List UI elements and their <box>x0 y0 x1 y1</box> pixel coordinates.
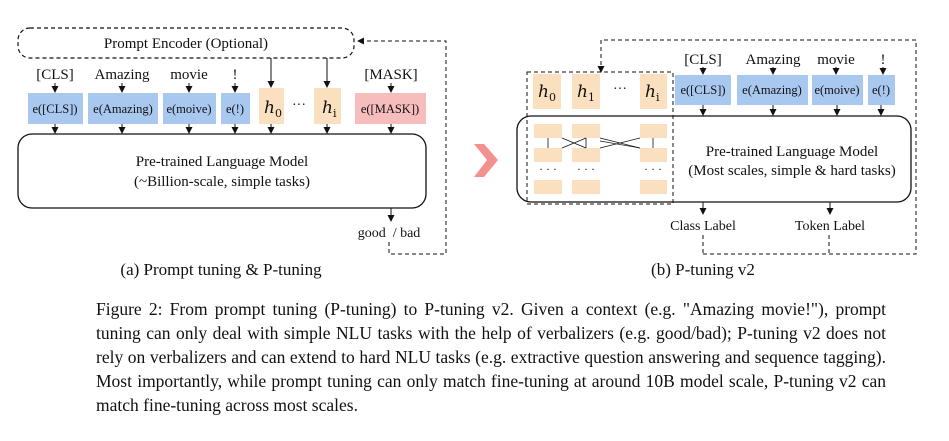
transition-arrow <box>474 144 498 177</box>
embedding-exclaim-label: e(!) <box>226 102 244 116</box>
right-embedding-movie <box>812 75 863 105</box>
verbalizer-label: good / bad <box>358 226 421 241</box>
left-model-title: Pre-trained Language Model <box>136 154 308 170</box>
right-prompt-h1 <box>572 74 600 109</box>
embedding-movie <box>163 93 216 124</box>
figure-diagram: Prompt Encoder (Optional) [CLS] Amazing … <box>17 27 917 279</box>
right-embedding-cls <box>675 75 731 105</box>
svg-text:· · ·: · · · <box>539 162 557 176</box>
right-embedding-exclaim-label: e(!) <box>872 83 890 97</box>
right-embedding-cls-label: e([CLS]) <box>680 83 725 97</box>
layer-prompts: · · · · · · · · · <box>534 124 667 194</box>
prompt-encoder-label: Prompt Encoder (Optional) <box>104 36 268 52</box>
deep-prompt-column <box>526 71 674 205</box>
right-model-subtitle: (Most scales, simple & hard tasks) <box>688 163 895 179</box>
embedding-movie-label: e(moive) <box>166 102 211 116</box>
right-token-amazing: Amazing <box>746 52 801 68</box>
prompt-h0 <box>259 88 284 124</box>
right-token-cls: [CLS] <box>684 52 722 68</box>
right-embedding-amazing <box>737 75 808 105</box>
right-language-model-box <box>516 115 912 203</box>
class-label: Class Label <box>670 219 736 234</box>
embedding-mask <box>355 93 426 124</box>
hidden-h0: h0 <box>264 98 282 120</box>
right-token-exclaim: ! <box>881 52 886 68</box>
prompt-encoder-box <box>17 27 355 59</box>
token-amazing: Amazing <box>95 67 150 83</box>
token-exclaim: ! <box>233 67 238 83</box>
token-cls: [CLS] <box>36 67 74 83</box>
hidden-hi: hi <box>322 98 337 120</box>
embedding-cls <box>28 93 83 124</box>
left-panel: Prompt Encoder (Optional) [CLS] Amazing … <box>17 27 447 279</box>
right-prompt-h0 <box>533 74 561 109</box>
right-hidden-dots: ··· <box>613 82 627 97</box>
right-model-title: Pre-trained Language Model <box>706 144 878 160</box>
right-prompt-hi <box>640 74 667 109</box>
figure-caption: Figure 2: From prompt tuning (P-tuning) … <box>96 299 886 415</box>
left-feedback-loop <box>357 37 447 255</box>
svg-text:· · ·: · · · <box>644 162 662 176</box>
right-embedding-exclaim <box>868 75 895 105</box>
hidden-dots: ··· <box>292 98 306 113</box>
embedding-cls-label: e([CLS]) <box>32 102 77 116</box>
prompt-hi <box>314 88 341 124</box>
token-mask: [MASK] <box>364 67 417 83</box>
embedding-mask-label: e([MASK]) <box>361 102 419 116</box>
token-movie: movie <box>170 67 208 83</box>
embedding-exclaim <box>221 93 250 124</box>
left-subcaption: (a) Prompt tuning & P-tuning <box>120 260 322 279</box>
right-panel: [CLS] Amazing movie ! h0 h1 ··· hi e([CL… <box>516 39 917 279</box>
right-feedback-loop <box>597 39 917 255</box>
left-model-subtitle: (~Billion-scale, simple tasks) <box>134 174 310 190</box>
embedding-amazing <box>88 93 158 124</box>
left-language-model-box <box>17 133 427 209</box>
token-label: Token Label <box>795 219 865 234</box>
right-hidden-h1: h1 <box>577 82 595 104</box>
right-subcaption: (b) P-tuning v2 <box>651 260 755 279</box>
right-embedding-movie-label: e(moive) <box>814 83 859 97</box>
svg-text:· · ·: · · · <box>577 162 595 176</box>
right-token-movie: movie <box>817 52 855 68</box>
right-hidden-h0: h0 <box>538 82 556 104</box>
right-embedding-amazing-label: e(Amazing) <box>742 83 802 97</box>
right-hidden-hi: hi <box>645 82 660 104</box>
embedding-amazing-label: e(Amazing) <box>93 102 153 116</box>
